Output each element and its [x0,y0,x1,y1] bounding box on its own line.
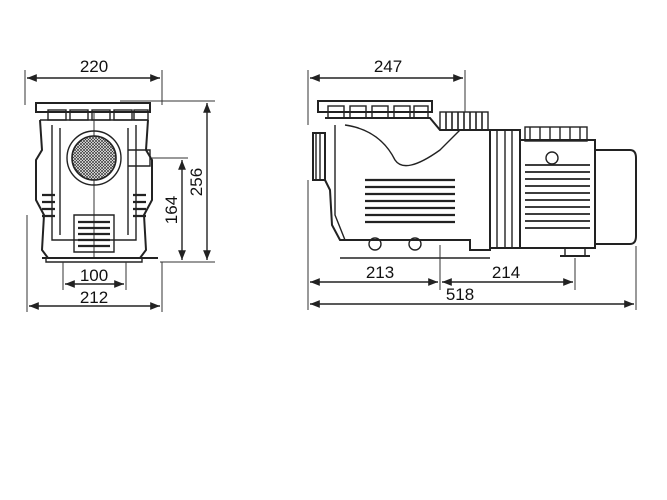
dim-side-total-length: 518 [446,285,474,304]
side-dimensions: 247 213 214 518 [307,57,637,310]
front-view [35,102,158,263]
dim-front-width-top: 220 [80,57,108,76]
dim-side-top-length: 247 [374,57,402,76]
dim-side-front-segment: 213 [366,263,394,282]
dim-front-height-axis: 164 [162,196,181,224]
front-dimensions: 220 256 164 100 212 [24,57,215,312]
side-view [312,100,637,270]
dim-front-base-outer: 212 [80,288,108,307]
dim-front-base-inner: 100 [80,266,108,285]
dim-side-rear-segment: 214 [492,263,520,282]
dim-front-height-total: 256 [187,168,206,196]
